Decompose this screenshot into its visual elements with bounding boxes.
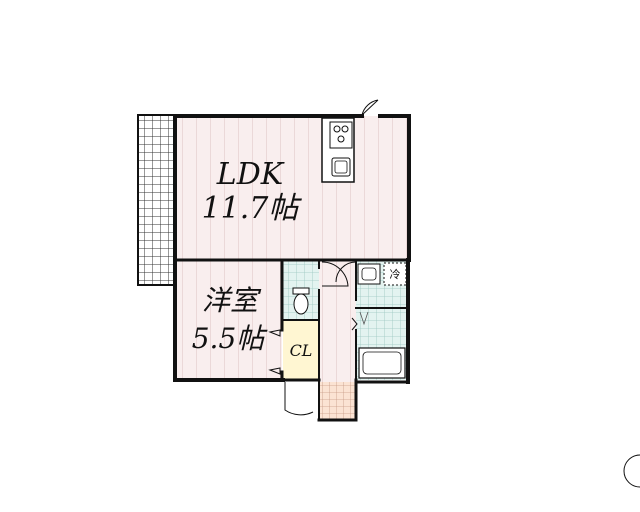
washbasin-icon bbox=[357, 263, 381, 285]
door-swing-icon bbox=[268, 99, 379, 416]
shower-mark bbox=[359, 311, 369, 326]
ldk-name: LDK bbox=[216, 157, 285, 192]
ldk-size: 11.7帖 bbox=[202, 191, 303, 226]
toilet-icon bbox=[292, 287, 310, 315]
western-room-size: 5.5帖 bbox=[192, 322, 269, 355]
bathtub-icon bbox=[358, 347, 406, 379]
hallway bbox=[319, 260, 356, 382]
compass-icon bbox=[623, 454, 640, 488]
western-room-name: 洋室 bbox=[202, 284, 262, 317]
balcony bbox=[137, 114, 176, 286]
closet-label: CL bbox=[290, 341, 313, 360]
walls bbox=[173, 114, 411, 422]
entrance bbox=[319, 382, 356, 420]
western-room bbox=[175, 260, 282, 380]
closet bbox=[283, 320, 319, 379]
fridge-label: 冷 bbox=[390, 268, 401, 281]
ldk-room bbox=[175, 116, 409, 260]
sink-icon bbox=[331, 157, 351, 177]
stove-icon bbox=[329, 121, 353, 149]
